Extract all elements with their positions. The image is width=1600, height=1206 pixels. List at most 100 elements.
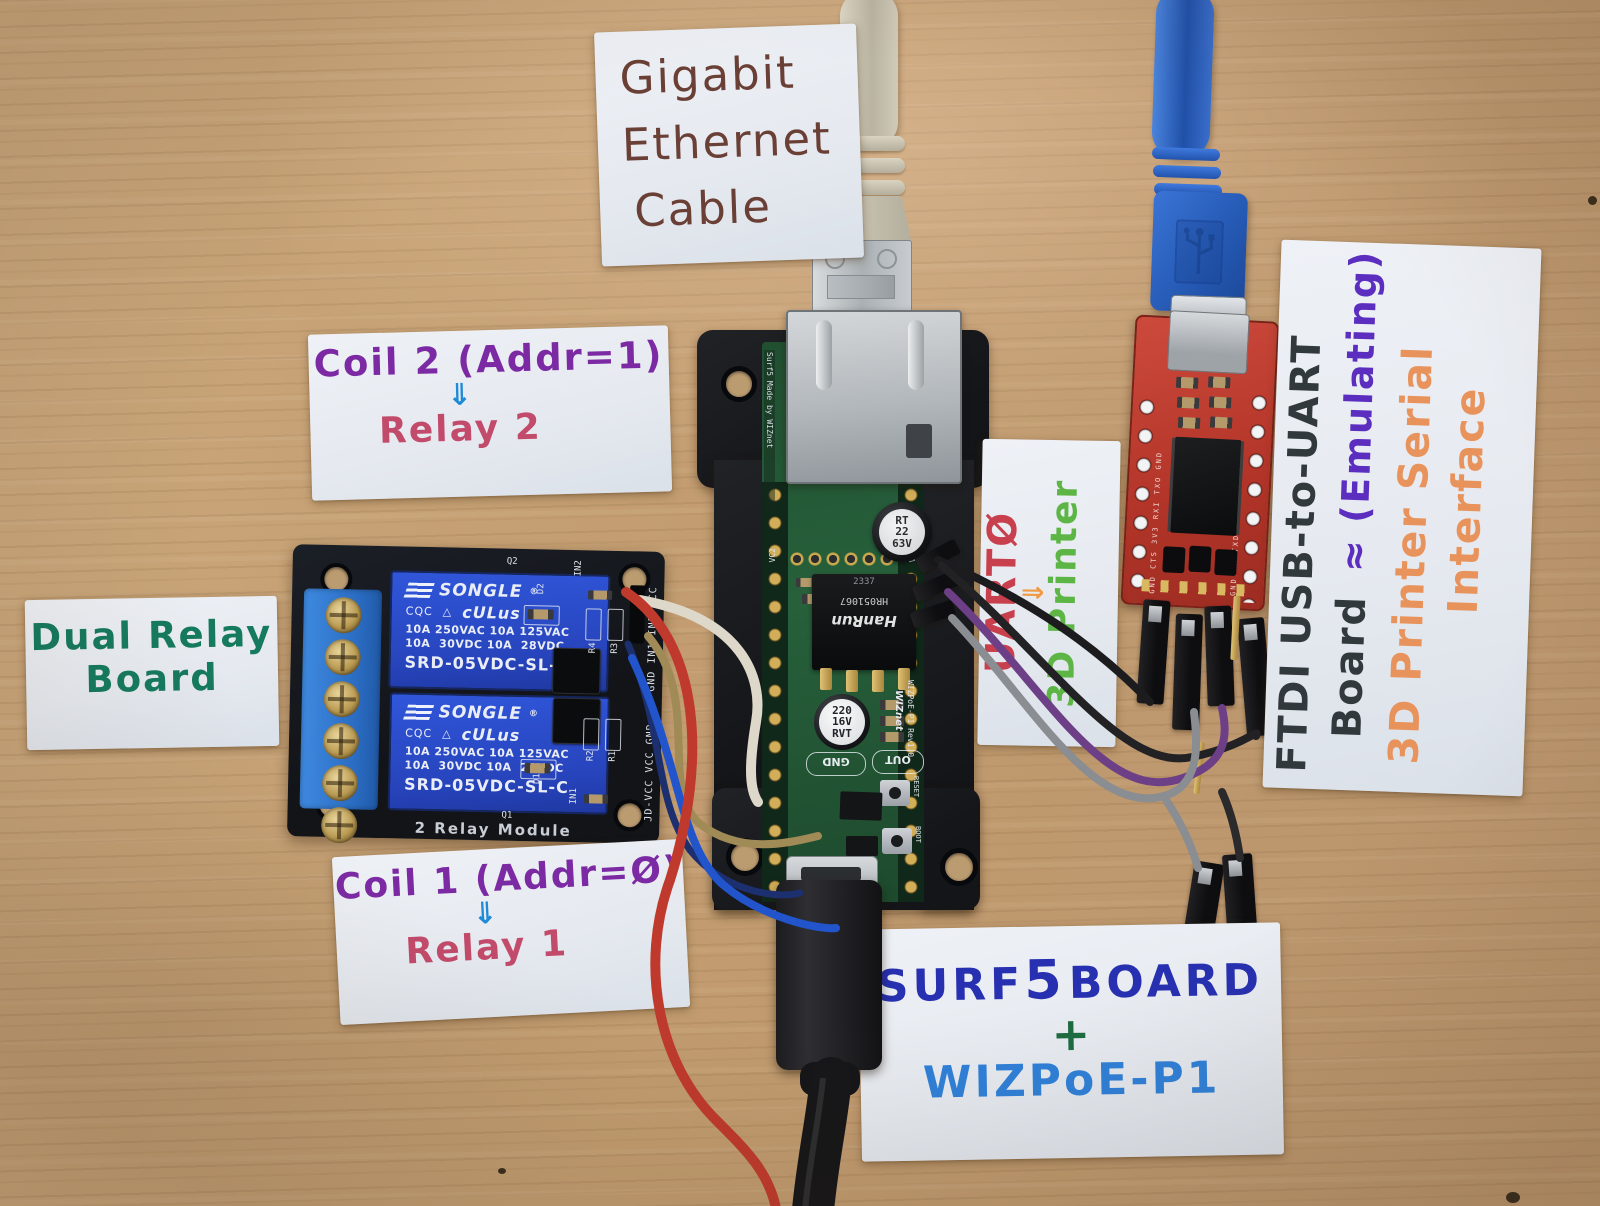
ref-r2: R2 [585,750,596,762]
frame-screw-hole [726,838,764,876]
smd-part [880,732,904,742]
desk-speck [498,1168,506,1174]
ref-r3: R3 [609,642,621,654]
optocoupler [552,647,601,695]
relay-brand: SONGLE [438,580,523,602]
label-line: Cable [633,179,773,238]
usb-trident-icon [1174,219,1224,285]
transformer-part: HR051067 [839,595,889,606]
desk-speck [1506,1192,1520,1203]
small-ic [846,836,878,856]
boot-label: BOOT [914,826,922,843]
relay-module-name: 2 Relay Module [414,818,572,841]
boot-button [882,828,912,854]
smd-part [880,700,904,710]
ftdi-usb-uart-board: GND CTS 3V3 RXI TXO GND GND RX TXD VCC R… [1120,310,1280,612]
usb-cable-ring [1151,146,1221,162]
ref-r1: R1 [607,750,618,762]
ftdi-line1: FTDI USB-to-UART [1269,333,1331,774]
crimp-contact [1243,623,1258,641]
uart0-target: 3D Printer [1040,478,1086,709]
frame-screw-hole [721,366,757,402]
label-line: Gigabit [618,45,797,105]
black-cable-highlight [802,1077,826,1206]
smd-part [1175,376,1199,389]
jumper-block [1214,548,1238,577]
smd-part [1177,416,1201,429]
ref-in1: IN1 [568,787,580,805]
smd-part [880,716,904,726]
ref-d1: D1 [532,773,543,785]
label-line: Dual Relay [30,611,273,660]
silk-out: OUT [885,753,911,766]
relay-ul-mark: cULus [461,724,521,745]
terminal-screw [324,638,362,676]
wizpoe-model-text: WIZPoE-P1 Rev1.0 [906,680,915,758]
ftdi-line3: 3D Printer Serial [1379,344,1443,766]
micro-usb-plug-neck [800,1062,860,1096]
silkscreen-outline [582,718,600,751]
transformer-pin [898,668,910,690]
label-coil2: Coil 2 (Addr=1) ⇓ Relay 2 [307,325,673,501]
relay-cert: CQC [405,604,433,619]
rj45-jack [786,310,962,484]
capacitor-face: 220 16V RVT [819,699,865,745]
micro-usb-plug-black [776,880,882,1070]
silkscreen-outline [523,604,560,626]
songle-logo-flag [403,582,435,598]
smd-resistor [588,590,613,600]
label-rotated-content: FTDI USB-to-UART Board ≈ (Emulating) 3D … [1263,240,1542,797]
crimp-contact [1210,611,1225,629]
jumper-block [1162,546,1186,574]
jack-latch-tab [816,320,832,390]
terminal-screw [321,764,359,802]
hanrun-transformer: 2337 HR051067 HanRun [812,574,916,670]
relay-header-bottom-label: JD-VCC VCC GND [643,723,657,822]
label-dual-relay-board: Dual Relay Board [24,595,280,751]
ref-in2: IN2 [573,560,584,577]
silk-vc2: VC2 [768,548,777,563]
dual-relay-board: SONGLE® CQC△cULus 10A 250VAC 10A 125VAC … [286,544,666,844]
pcb-pad-column-left [762,482,788,902]
relay-cert: CQC [405,726,433,741]
capacitor-220-16v: 220 16V RVT [814,694,870,750]
surf5-word1: SURF [876,958,1025,1013]
reset-button [880,780,910,806]
jumper-gray-stub [1162,796,1202,872]
usb-cable-blue [1151,0,1215,159]
crimp-contact [1148,605,1163,623]
relay-input-header [629,585,646,644]
label-uart0-3dprinter: UARTØ ⇓ 3D Printer [977,438,1121,748]
terminal-screw [325,596,362,634]
silkscreen-outline [585,608,602,641]
transformer-pin [872,670,884,692]
micro-usb-slot [801,867,861,881]
capacitor-rt2263v: RT 22 63V [872,502,932,562]
surf5-num: 5 [1023,948,1065,1012]
relay-spec-line: 10A 30VDC 10A 28VDC [404,758,564,775]
loose-header-pin [1193,741,1205,795]
usb-overmold [1149,190,1249,314]
smd-part [1207,376,1231,389]
usb-cable-ring [1152,164,1222,180]
reset-label: RESET [912,776,920,798]
label-line: Ethernet [621,111,833,172]
jack-slot [906,424,932,458]
silk-gnd-box: GND [806,752,866,776]
crimp-contact [1228,859,1243,877]
songle-logo-flag [403,704,435,720]
ref-q2: Q2 [506,556,518,567]
silkscreen-outline [604,718,622,752]
small-ic [839,791,883,821]
transformer-pin [820,668,832,690]
label-surf5-wizpoe: SURF5 BOARD + WIZPoE-P1 [858,922,1284,1162]
wiznet-logo: WIZnet [893,690,904,731]
smd-part [1208,396,1232,409]
silk-gnd: GND [822,755,850,768]
black-usb-cable [792,1057,852,1206]
label-ftdi-board: FTDI USB-to-UART Board ≈ (Emulating) 3D … [1262,239,1542,797]
screw-terminal-block [299,588,383,844]
jumper-dark-stub [1218,788,1244,862]
terminal-screw [320,806,358,844]
ftdi-line4: Interface [1438,385,1495,616]
